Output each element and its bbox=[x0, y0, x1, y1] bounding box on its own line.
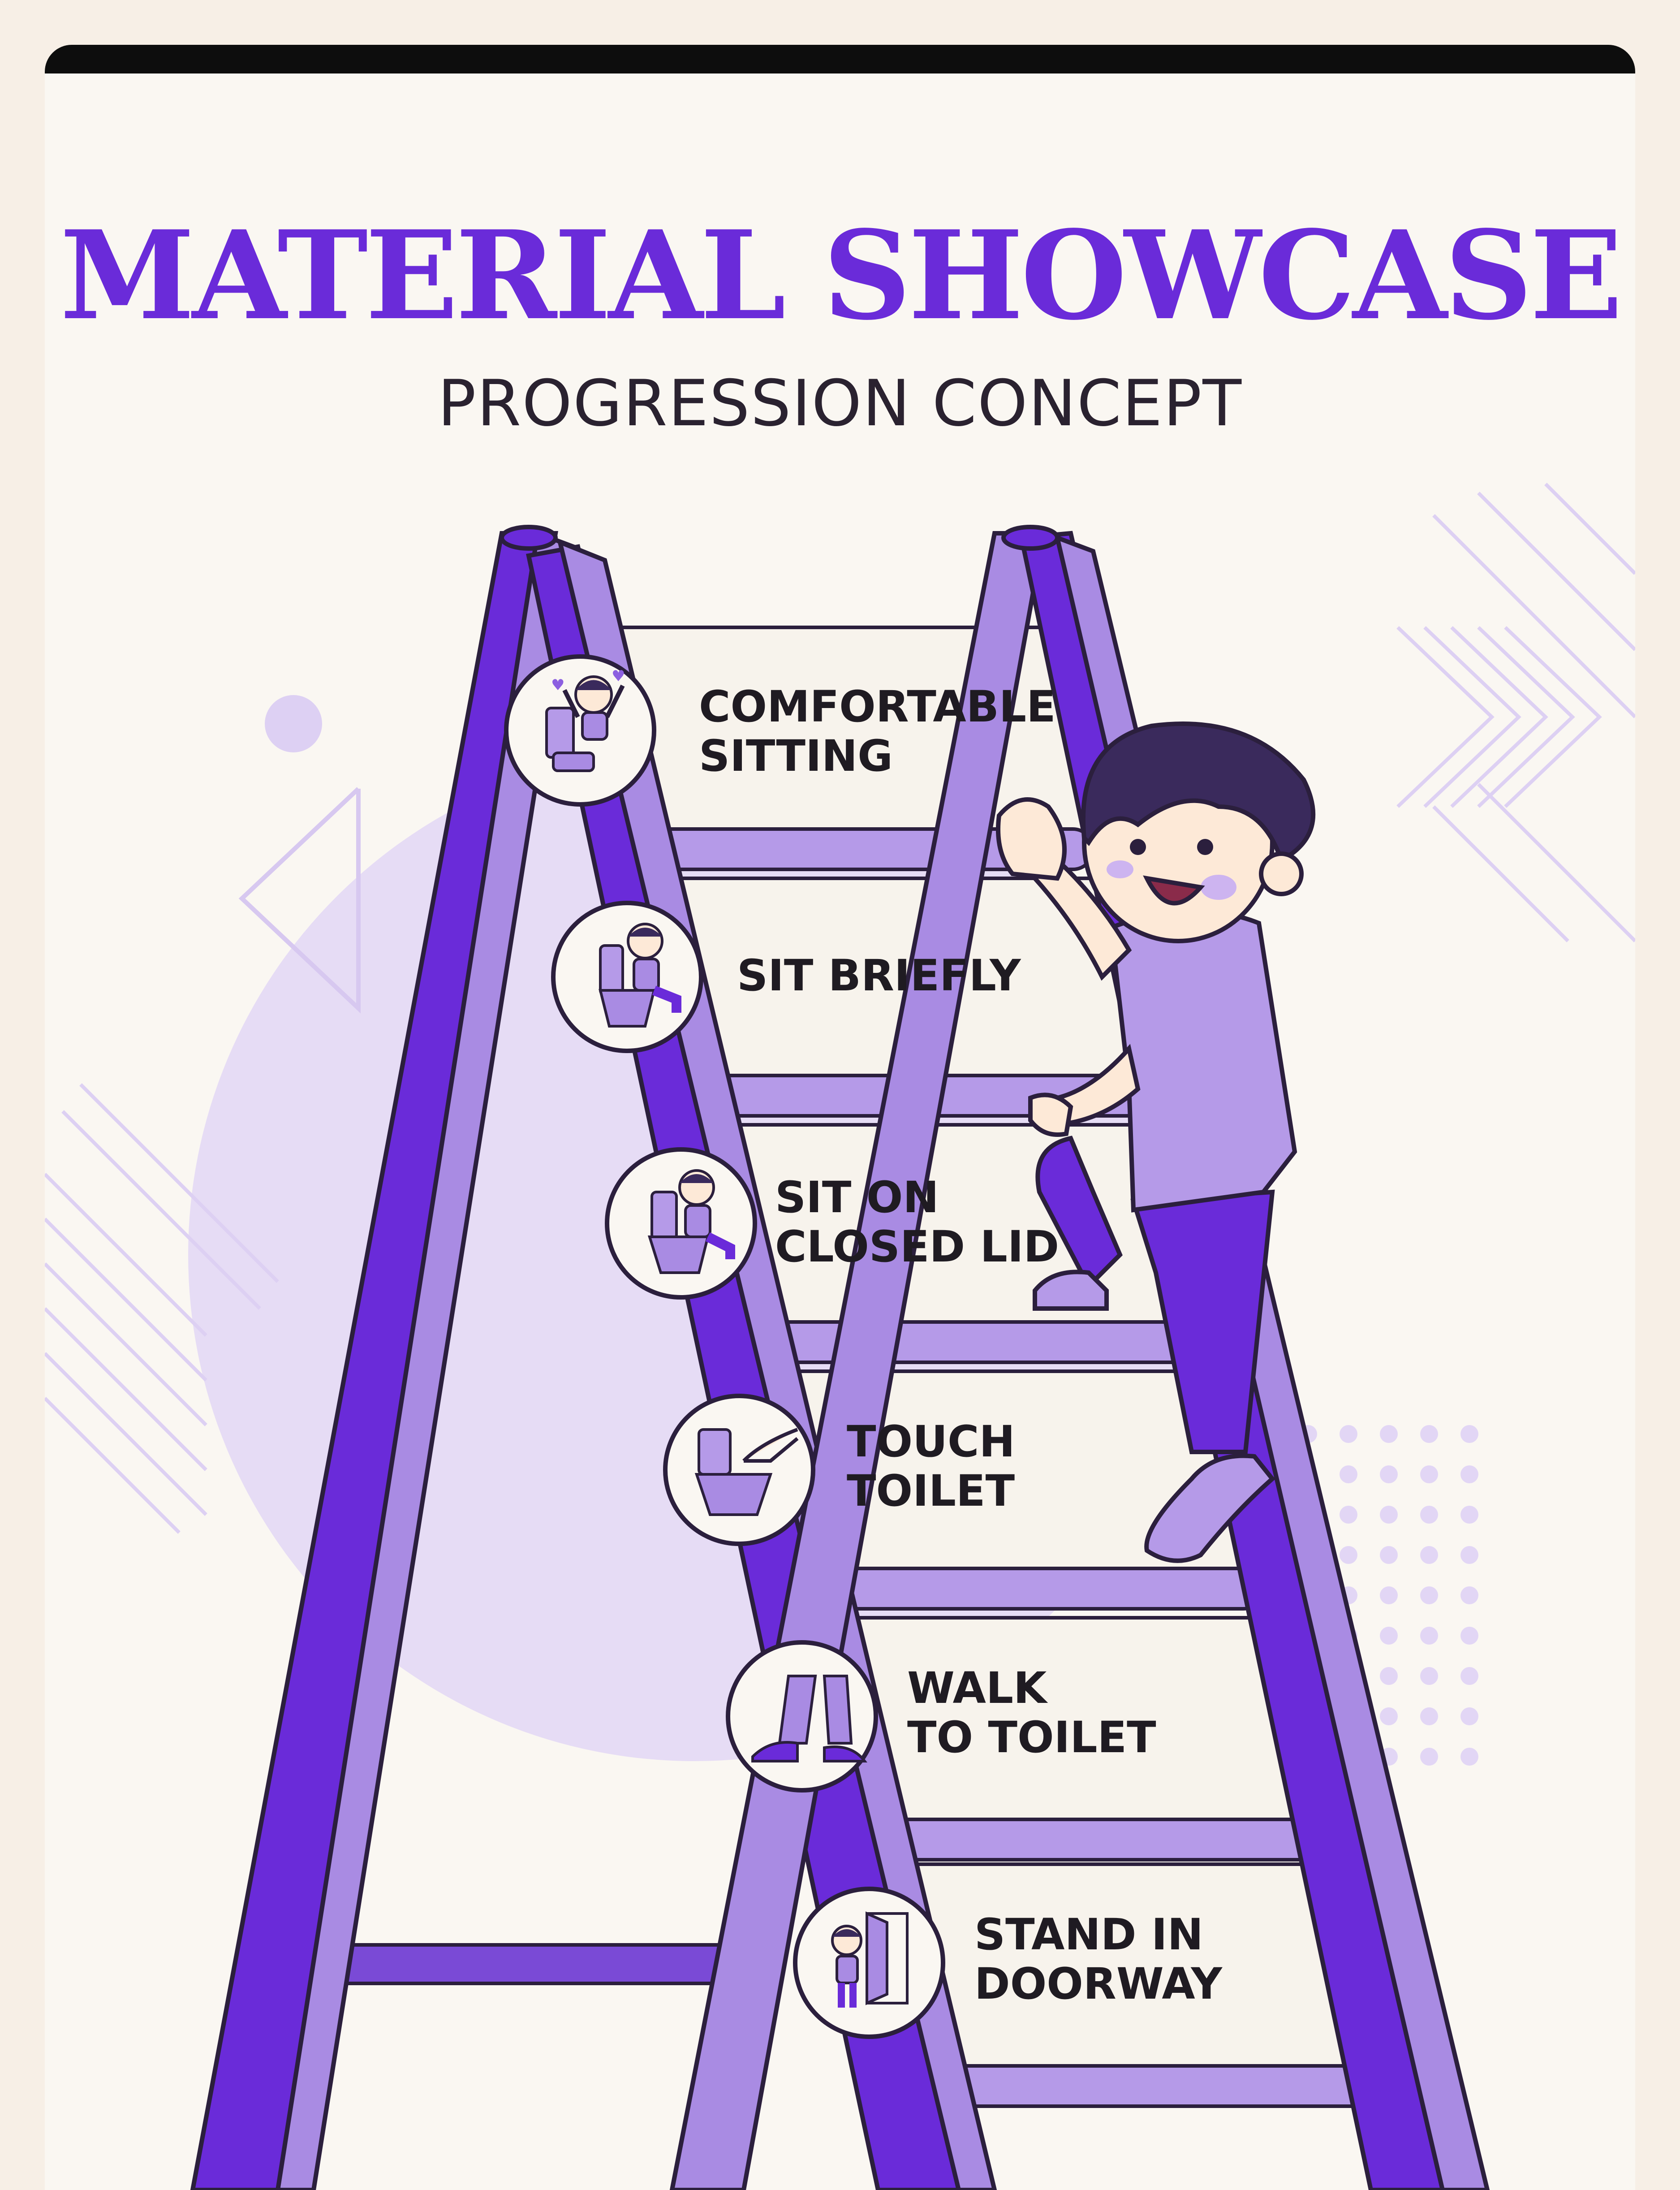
step-4-line-1: TOUCH bbox=[847, 1417, 1015, 1467]
page-subtitle: PROGRESSION CONCEPT bbox=[437, 367, 1243, 441]
back-rung bbox=[312, 1943, 745, 1985]
step-labels: COMFORTABLE SITTING SIT BRIEFLY SIT ON C… bbox=[699, 682, 1223, 2009]
climbing-child-illustration bbox=[996, 721, 1316, 1563]
child-sit-briefly-icon bbox=[551, 901, 703, 1053]
step-icons: ♥ ♥ bbox=[504, 654, 945, 2039]
chevron-pattern-left bbox=[45, 1083, 279, 1534]
step-5-line-1: WALK bbox=[907, 1663, 1048, 1713]
svg-text:♥: ♥ bbox=[612, 667, 625, 685]
step-5-line-2: TO TOILET bbox=[907, 1712, 1156, 1762]
child-sitting-happily-icon: ♥ ♥ bbox=[504, 654, 656, 807]
outline-triangle-decoration bbox=[238, 787, 361, 1014]
chevron-pattern-right bbox=[1396, 483, 1635, 942]
top-bar bbox=[45, 45, 1635, 73]
step-6-line-2: DOORWAY bbox=[974, 1959, 1223, 2009]
step-3-line-2: CLOSED LID bbox=[775, 1222, 1059, 1272]
walking-feet-icon bbox=[726, 1640, 878, 1793]
step-3-line-1: SIT ON bbox=[775, 1172, 939, 1222]
step-2-line-1: SIT BRIEFLY bbox=[737, 950, 1021, 1001]
step-1-line-2: SITTING bbox=[699, 731, 893, 781]
hand-touch-toilet-icon bbox=[663, 1394, 815, 1546]
step-6-line-1: STAND IN bbox=[974, 1909, 1203, 1960]
page-title: MATERIAL SHOWCASE bbox=[60, 204, 1623, 347]
child-closed-lid-icon bbox=[605, 1147, 757, 1300]
ladder-illustration: ♥ ♥ bbox=[45, 483, 1635, 2190]
child-in-doorway-icon bbox=[793, 1887, 945, 2039]
infographic-card: ♥ ♥ bbox=[45, 45, 1635, 2190]
small-dot bbox=[265, 695, 322, 752]
step-4-line-2: TOILET bbox=[847, 1466, 1015, 1516]
svg-text:♥: ♥ bbox=[551, 676, 564, 694]
step-1-line-1: COMFORTABLE bbox=[699, 682, 1056, 732]
